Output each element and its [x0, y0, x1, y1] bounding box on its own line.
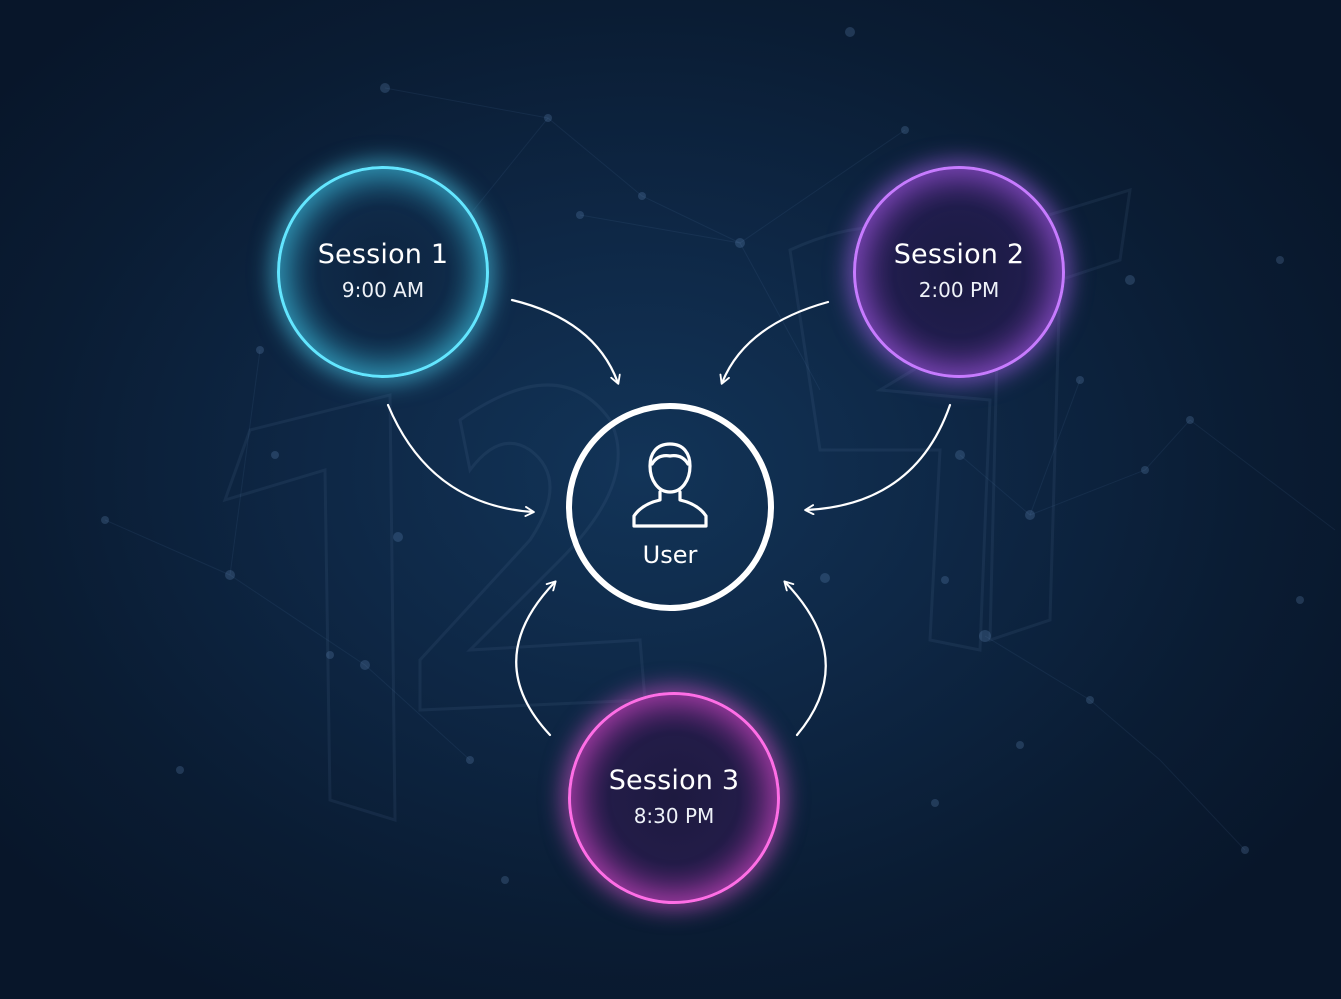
session-3-title: Session 3 [608, 765, 740, 796]
session-2-node: Session 2 2:00 PM [853, 166, 1065, 378]
session-1-time: 9:00 AM [341, 278, 425, 302]
arrow-session-1-to-user-lower [386, 403, 535, 517]
user-label: User [642, 541, 698, 569]
session-2-time: 2:00 PM [918, 278, 1000, 302]
arrow-session-3-to-user-left [515, 580, 557, 737]
user-icon [632, 442, 708, 528]
arrow-session-3-to-user-right [783, 580, 827, 737]
session-2-title: Session 2 [893, 239, 1025, 270]
arrow-session-1-to-user-upper [510, 298, 621, 385]
session-3-node: Session 3 8:30 PM [568, 692, 780, 904]
arrow-session-2-to-user-lower [804, 403, 952, 516]
session-1-node: Session 1 9:00 AM [277, 166, 489, 378]
session-1-title: Session 1 [317, 239, 449, 270]
arrow-session-2-to-user-upper [719, 300, 830, 385]
user-node: User [566, 403, 774, 611]
session-3-time: 8:30 PM [633, 804, 715, 828]
